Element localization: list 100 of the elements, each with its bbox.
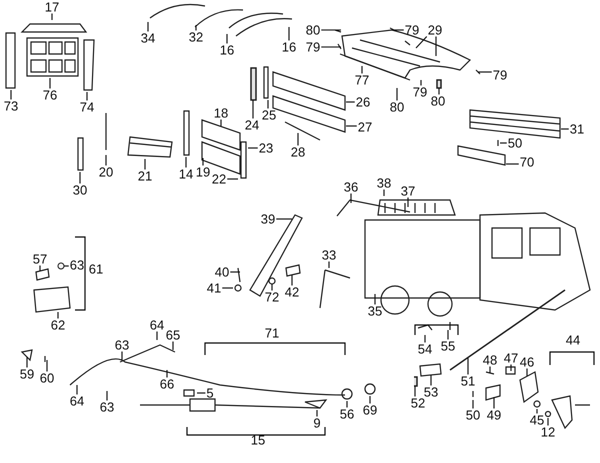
callout-number: 28 bbox=[290, 146, 306, 158]
callout-number: 42 bbox=[284, 286, 300, 298]
leader-line bbox=[438, 88, 440, 94]
leader-line bbox=[489, 366, 491, 373]
callout-number: 16 bbox=[220, 44, 234, 56]
leader-line bbox=[526, 368, 528, 376]
callout-number: 72 bbox=[264, 290, 280, 304]
callout-number: 38 bbox=[376, 176, 392, 190]
leader-line bbox=[414, 386, 416, 396]
leader-line bbox=[197, 392, 206, 394]
leader-line bbox=[49, 78, 51, 88]
callout-number: 5 bbox=[206, 386, 214, 400]
callout-number: 25 bbox=[262, 108, 276, 122]
callout-number: 76 bbox=[42, 88, 58, 102]
leader-line bbox=[195, 25, 197, 30]
callout-number: 55 bbox=[440, 340, 456, 352]
callout-number: 31 bbox=[570, 122, 584, 136]
leader-line bbox=[271, 284, 273, 290]
leader-line bbox=[328, 262, 330, 268]
leader-line bbox=[121, 352, 123, 360]
leader-line bbox=[392, 29, 404, 31]
leader-line bbox=[447, 330, 449, 340]
leader-line bbox=[166, 370, 168, 378]
callout-number: 34 bbox=[140, 32, 156, 44]
leader-line bbox=[46, 360, 48, 372]
callout-number: 80 bbox=[430, 94, 446, 108]
callout-number: 20 bbox=[98, 166, 114, 178]
callout-number: 63 bbox=[100, 400, 114, 414]
callout-number: 14 bbox=[178, 168, 194, 180]
leader-line bbox=[536, 409, 538, 414]
callout-number: 65 bbox=[166, 328, 180, 342]
leader-line bbox=[156, 332, 158, 340]
callout-number: 74 bbox=[80, 100, 94, 114]
leader-line bbox=[321, 46, 341, 48]
leader-line bbox=[79, 172, 81, 184]
callout-number: 35 bbox=[368, 304, 382, 318]
callout-number: 63 bbox=[70, 258, 84, 272]
callout-number: 39 bbox=[260, 212, 276, 226]
leader-line bbox=[222, 287, 233, 289]
leader-line bbox=[346, 101, 355, 103]
callout-number: 29 bbox=[428, 24, 442, 36]
callout-number: 64 bbox=[150, 318, 164, 332]
leader-line bbox=[288, 27, 290, 40]
leader-line bbox=[316, 410, 318, 416]
callout-number: 15 bbox=[250, 434, 266, 446]
leader-line bbox=[346, 125, 357, 127]
callout-number: 21 bbox=[138, 170, 152, 182]
callout-number: 44 bbox=[566, 334, 580, 346]
leader-line bbox=[383, 190, 385, 196]
leader-line bbox=[291, 275, 293, 286]
leader-line bbox=[472, 400, 474, 408]
callout-number: 37 bbox=[400, 184, 416, 198]
callout-number: 66 bbox=[160, 378, 174, 390]
leader-line bbox=[248, 147, 258, 149]
leader-line bbox=[64, 265, 69, 267]
leader-line bbox=[276, 218, 292, 220]
callout-number: 73 bbox=[4, 100, 18, 112]
callout-number: 41 bbox=[206, 282, 222, 294]
leader-line bbox=[106, 391, 108, 400]
callout-number: 27 bbox=[358, 120, 372, 134]
callout-number: 64 bbox=[70, 394, 84, 408]
callout-number: 80 bbox=[306, 24, 320, 36]
washer bbox=[58, 262, 64, 270]
leader-line bbox=[435, 36, 437, 56]
callout-number: 47 bbox=[504, 352, 518, 364]
callout-number: 61 bbox=[88, 262, 104, 276]
leader-line bbox=[510, 364, 512, 371]
callout-number: 60 bbox=[40, 372, 54, 384]
callout-number: 79 bbox=[404, 24, 420, 36]
leader-line bbox=[547, 418, 549, 426]
callout-number: 50 bbox=[508, 136, 522, 150]
leader-line bbox=[350, 194, 352, 203]
callout-number: 36 bbox=[344, 180, 358, 194]
leader-line bbox=[416, 36, 428, 48]
callout-number: 77 bbox=[354, 74, 370, 86]
callout-number: 19 bbox=[196, 166, 210, 178]
callout-number: 62 bbox=[50, 318, 66, 332]
callout-number: 59 bbox=[20, 368, 34, 380]
leader-line bbox=[86, 92, 88, 100]
callout-number: 49 bbox=[486, 408, 502, 422]
callout-number: 63 bbox=[114, 338, 130, 352]
leader-line bbox=[202, 158, 204, 166]
callout-number: 40 bbox=[214, 266, 230, 278]
latch-plate bbox=[419, 363, 442, 377]
callout-number: 32 bbox=[188, 30, 204, 44]
clip bbox=[35, 268, 50, 281]
callout-number: 80 bbox=[390, 100, 404, 114]
leader-line bbox=[10, 90, 12, 100]
leader-line bbox=[226, 34, 228, 44]
leader-line bbox=[297, 133, 299, 146]
clip bbox=[413, 376, 418, 387]
leader-line bbox=[420, 80, 422, 86]
callout-number: 30 bbox=[72, 184, 88, 196]
plug bbox=[285, 264, 301, 277]
callout-number: 9 bbox=[313, 416, 321, 430]
leader-line bbox=[267, 100, 269, 108]
callout-number: 53 bbox=[424, 386, 438, 398]
callout-number: 46 bbox=[520, 356, 534, 368]
trim-strip bbox=[250, 67, 257, 101]
leader-line bbox=[430, 375, 432, 386]
